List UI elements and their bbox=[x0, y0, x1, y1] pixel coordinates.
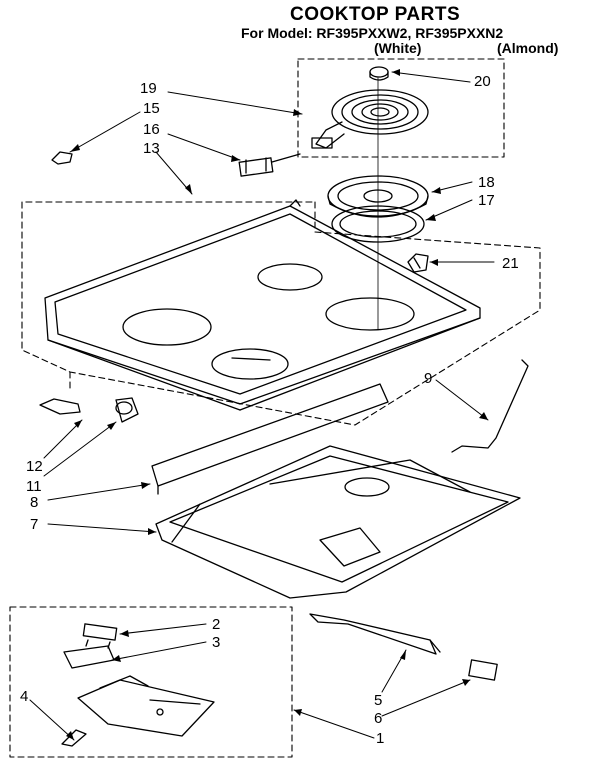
callout-2: 2 bbox=[212, 616, 221, 633]
callout-18: 18 bbox=[478, 174, 495, 191]
callout-9: 9 bbox=[424, 370, 433, 387]
callout-3: 3 bbox=[212, 634, 221, 651]
callout-19: 19 bbox=[140, 80, 157, 97]
callout-17: 17 bbox=[478, 192, 495, 209]
page-title: COOKTOP PARTS bbox=[290, 4, 461, 25]
callout-16: 16 bbox=[143, 121, 160, 138]
variant-almond-label: (Almond) bbox=[497, 40, 559, 56]
callout-13: 13 bbox=[143, 140, 160, 157]
mounting-bracket bbox=[407, 253, 429, 273]
callout-7: 7 bbox=[30, 516, 39, 533]
model-line: For Model: RF395PXXW2, RF395PXXN2 bbox=[241, 25, 504, 41]
callout-15: 15 bbox=[143, 100, 160, 117]
element-cap bbox=[369, 66, 389, 81]
heat-shield bbox=[309, 613, 441, 655]
front-strip bbox=[151, 383, 389, 495]
arrowheads bbox=[66, 69, 488, 740]
leader-lines bbox=[29, 71, 495, 741]
retainer-clip bbox=[51, 151, 73, 165]
plug-insulator bbox=[115, 397, 139, 423]
infinite-switch bbox=[82, 623, 118, 649]
cooktop bbox=[44, 199, 481, 411]
callout-20: 20 bbox=[474, 73, 491, 90]
burner-box bbox=[155, 445, 521, 599]
variant-white-label: (White) bbox=[374, 40, 422, 56]
callout-6: 6 bbox=[374, 710, 383, 727]
callout-8: 8 bbox=[30, 494, 39, 511]
switch-housing bbox=[77, 675, 215, 737]
dashed-group-outlines bbox=[9, 58, 541, 758]
callout-21: 21 bbox=[502, 255, 519, 272]
wire-connector bbox=[39, 398, 81, 415]
support-rod bbox=[451, 359, 529, 453]
callout-5: 5 bbox=[374, 692, 383, 709]
callout-1: 1 bbox=[376, 730, 385, 747]
callout-11: 11 bbox=[26, 478, 42, 495]
spacer bbox=[468, 659, 498, 681]
callout-12: 12 bbox=[26, 458, 43, 475]
surface-element bbox=[311, 89, 429, 149]
terminal-block bbox=[238, 153, 301, 177]
insulator-plate bbox=[63, 645, 115, 669]
callout-4: 4 bbox=[20, 688, 29, 705]
